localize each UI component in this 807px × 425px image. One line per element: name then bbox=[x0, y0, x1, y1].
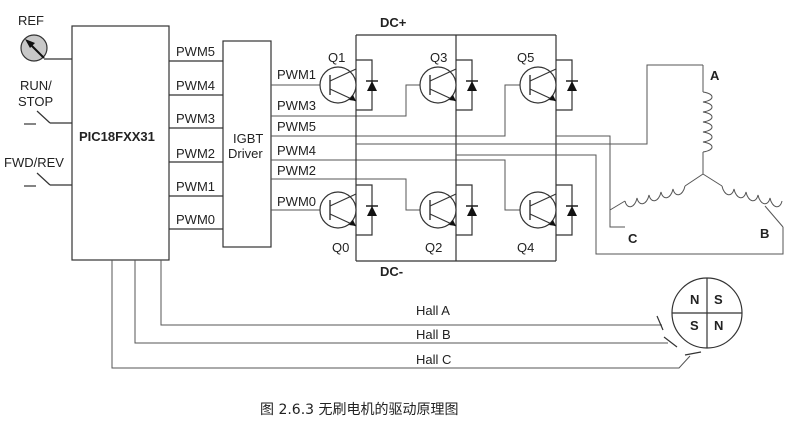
dc-minus-label: DC- bbox=[380, 264, 403, 279]
drv-pwm3-label: PWM3 bbox=[277, 98, 316, 113]
transistor-bridge bbox=[319, 59, 578, 236]
drv-pwm2-label: PWM2 bbox=[277, 163, 316, 178]
igbt-driver-block bbox=[222, 40, 272, 248]
figure-caption: 图 2.6.3 无刷电机的驱动原理图 bbox=[260, 402, 459, 418]
drv-pwm1-label: PWM1 bbox=[277, 67, 316, 82]
drv-pwm4-label: PWM4 bbox=[277, 143, 316, 158]
run-label-line2: STOP bbox=[18, 94, 53, 109]
mcu-block bbox=[71, 25, 170, 261]
drv-pwm5-label: PWM5 bbox=[277, 119, 316, 134]
q2-label: Q2 bbox=[425, 240, 442, 255]
winding-a-coil-icon bbox=[702, 91, 713, 153]
motor-windings bbox=[609, 65, 784, 228]
q5-igbt-icon bbox=[519, 59, 578, 111]
run-stop-switch-icon bbox=[24, 110, 72, 125]
driver-label-line1: IGBT bbox=[233, 131, 263, 146]
mcu-label: PIC18FXX31 bbox=[79, 129, 155, 144]
mcu-pwm3-label: PWM3 bbox=[176, 111, 215, 126]
q3-igbt-icon bbox=[419, 59, 478, 111]
q4-label: Q4 bbox=[517, 240, 534, 255]
fwd-rev-label: FWD/REV bbox=[4, 155, 64, 170]
mcu-pwm4-label: PWM4 bbox=[176, 78, 215, 93]
q2-igbt-icon bbox=[419, 184, 478, 236]
fwd-rev-switch-icon bbox=[24, 172, 72, 187]
q5-label: Q5 bbox=[517, 50, 534, 65]
q4-igbt-icon bbox=[519, 184, 578, 236]
q1-igbt-icon bbox=[319, 59, 378, 111]
phase-b-label: B bbox=[760, 226, 769, 241]
mcu-pwm1-label: PWM1 bbox=[176, 179, 215, 194]
q1-label: Q1 bbox=[328, 50, 345, 65]
q0-igbt-icon bbox=[319, 184, 378, 236]
driver-label-line2: Driver bbox=[228, 146, 263, 161]
hall-wires bbox=[111, 260, 702, 369]
run-label-line1: RUN/ bbox=[20, 78, 52, 93]
ref-label: REF bbox=[18, 13, 44, 28]
rotor-pole-n-top: N bbox=[690, 292, 699, 307]
rotor-icon bbox=[671, 277, 743, 349]
drv-pwm0-label: PWM0 bbox=[277, 194, 316, 209]
hall-c-label: Hall C bbox=[416, 352, 451, 367]
rotor-pole-s-top: S bbox=[714, 292, 723, 307]
rotor-pole-n-bottom: N bbox=[714, 318, 723, 333]
dc-plus-label: DC+ bbox=[380, 15, 407, 30]
ref-potentiometer-icon bbox=[20, 34, 48, 62]
winding-b-coil-icon bbox=[721, 185, 783, 208]
rotor-pole-s-bottom: S bbox=[690, 318, 699, 333]
hall-b-label: Hall B bbox=[416, 327, 451, 342]
mcu-pwm0-label: PWM0 bbox=[176, 212, 215, 227]
leg-verticals bbox=[355, 35, 557, 261]
winding-c-coil-icon bbox=[624, 185, 686, 208]
hall-a-label: Hall A bbox=[416, 303, 450, 318]
mcu-pwm2-label: PWM2 bbox=[176, 146, 215, 161]
gate-drive-wires bbox=[271, 84, 525, 211]
mcu-pwm5-label: PWM5 bbox=[176, 44, 215, 59]
phase-a-label: A bbox=[710, 68, 720, 83]
q0-label: Q0 bbox=[332, 240, 349, 255]
q3-label: Q3 bbox=[430, 50, 447, 65]
mcu-pwm-outputs bbox=[169, 60, 223, 230]
phase-wires bbox=[356, 64, 784, 255]
phase-c-label: C bbox=[628, 231, 638, 246]
